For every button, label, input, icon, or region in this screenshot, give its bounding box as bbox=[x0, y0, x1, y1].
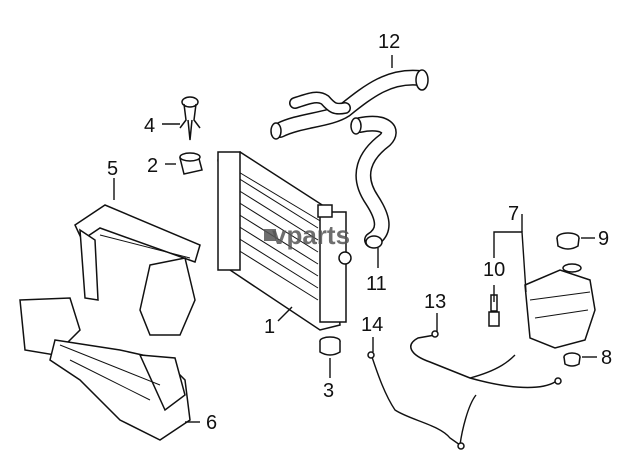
label-13: 13 bbox=[424, 291, 446, 313]
vent-hose-13[interactable] bbox=[410, 330, 562, 389]
label-8: 8 bbox=[601, 347, 612, 369]
label-14: 14 bbox=[361, 314, 383, 336]
vent-hose-14[interactable] bbox=[367, 351, 477, 450]
label-7: 7 bbox=[508, 203, 519, 225]
push-pin-clip-4[interactable] bbox=[179, 96, 201, 141]
watermark: vparts bbox=[264, 220, 350, 250]
lower-radiator-hose[interactable] bbox=[350, 115, 397, 249]
label-6: 6 bbox=[206, 412, 217, 434]
label-12: 12 bbox=[378, 31, 400, 53]
watermark-text: vparts bbox=[272, 220, 350, 250]
mount-bushing-2[interactable] bbox=[179, 152, 203, 175]
tank-plug-8[interactable] bbox=[563, 352, 581, 367]
part-labels: 1 2 3 4 5 6 7 8 9 10 11 12 13 14 bbox=[107, 31, 612, 434]
label-5: 5 bbox=[107, 158, 118, 180]
label-11: 11 bbox=[366, 273, 387, 295]
coolant-expansion-tank[interactable] bbox=[524, 263, 596, 349]
radiator-support-frame[interactable] bbox=[19, 204, 201, 441]
label-1: 1 bbox=[264, 316, 275, 338]
label-9: 9 bbox=[598, 228, 609, 250]
radiator[interactable] bbox=[217, 151, 352, 331]
label-4: 4 bbox=[144, 115, 155, 137]
label-10: 10 bbox=[483, 259, 505, 281]
label-3: 3 bbox=[323, 380, 334, 402]
mount-bushing-3[interactable] bbox=[319, 336, 341, 356]
callout-lines bbox=[113, 55, 597, 423]
label-2: 2 bbox=[147, 155, 158, 177]
expansion-tank-cap[interactable] bbox=[556, 232, 580, 250]
upper-radiator-hose[interactable] bbox=[270, 69, 429, 140]
